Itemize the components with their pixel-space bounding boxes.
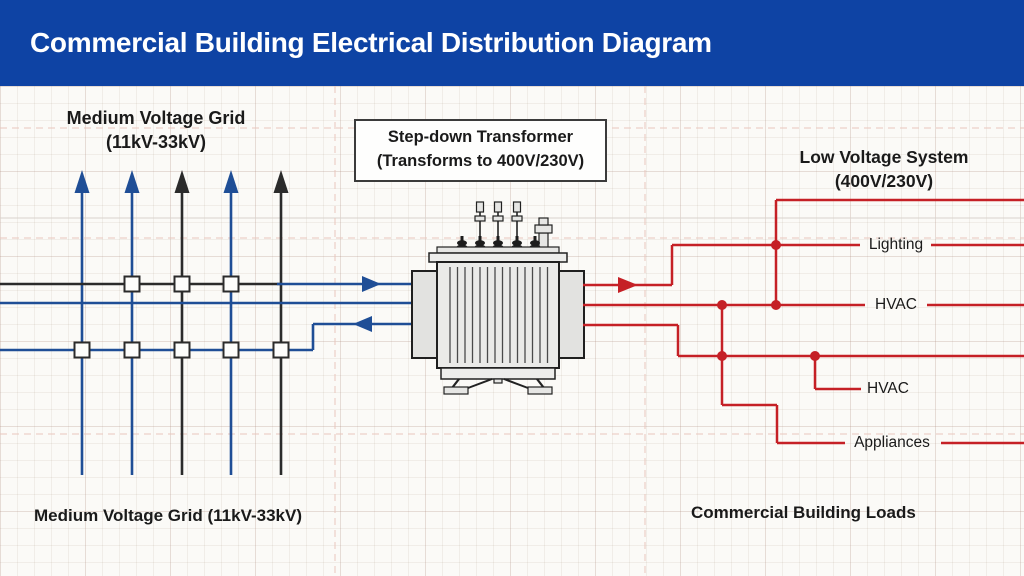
transformer-illustration xyxy=(411,201,585,395)
transformer-terminal-pins xyxy=(474,201,523,240)
arrow-into-transformer-top xyxy=(362,276,381,292)
transformer-label-box: Step-down Transformer (Transforms to 400… xyxy=(354,119,607,182)
lv-network xyxy=(583,198,1024,445)
transformer-feet xyxy=(443,378,553,395)
grid-node-squares xyxy=(73,275,290,359)
mv-grid-title: Medium Voltage Grid (11kV-33kV) xyxy=(36,106,276,155)
transformer-tank xyxy=(436,261,560,369)
lv-system-title-line1: Low Voltage System xyxy=(799,147,969,167)
transformer-right-radiator xyxy=(558,270,585,359)
mv-grid-title-line2: (11kV-33kV) xyxy=(105,132,207,153)
lv-system-title: Low Voltage System (400V/230V) xyxy=(764,146,1004,193)
load-label-hvac-1: HVAC xyxy=(875,296,917,313)
arrow-out-of-transformer xyxy=(618,277,638,293)
lv-junction-dots xyxy=(717,240,820,361)
transformer-lid xyxy=(428,252,568,263)
header-bar: Commercial Building Electrical Distribut… xyxy=(0,0,1024,86)
transformer-base xyxy=(440,367,556,380)
mv-grid-bottom-label: Medium Voltage Grid (11kV-33kV) xyxy=(34,506,302,525)
arrow-return-to-grid xyxy=(353,316,372,332)
mv-grid-title-line1: Medium Voltage Grid xyxy=(66,108,246,128)
transformer-vent-pipe xyxy=(534,217,553,255)
load-label-lighting: Lighting xyxy=(868,236,924,253)
transformer-label-line1: Step-down Transformer xyxy=(387,128,574,146)
transformer-label-line2: (Transforms to 400V/230V) xyxy=(376,151,585,170)
building-loads-label: Commercial Building Loads xyxy=(691,503,916,522)
mv-grid-lines xyxy=(0,170,413,475)
lv-system-title-line2: (400V/230V) xyxy=(834,170,934,191)
load-label-appliances: Appliances xyxy=(854,434,930,451)
transformer-lid-step xyxy=(436,246,560,254)
page-title: Commercial Building Electrical Distribut… xyxy=(30,27,712,58)
transformer-cooling-fins xyxy=(449,267,549,363)
transformer-left-radiator xyxy=(411,270,438,359)
load-label-hvac-2: HVAC xyxy=(867,380,909,397)
